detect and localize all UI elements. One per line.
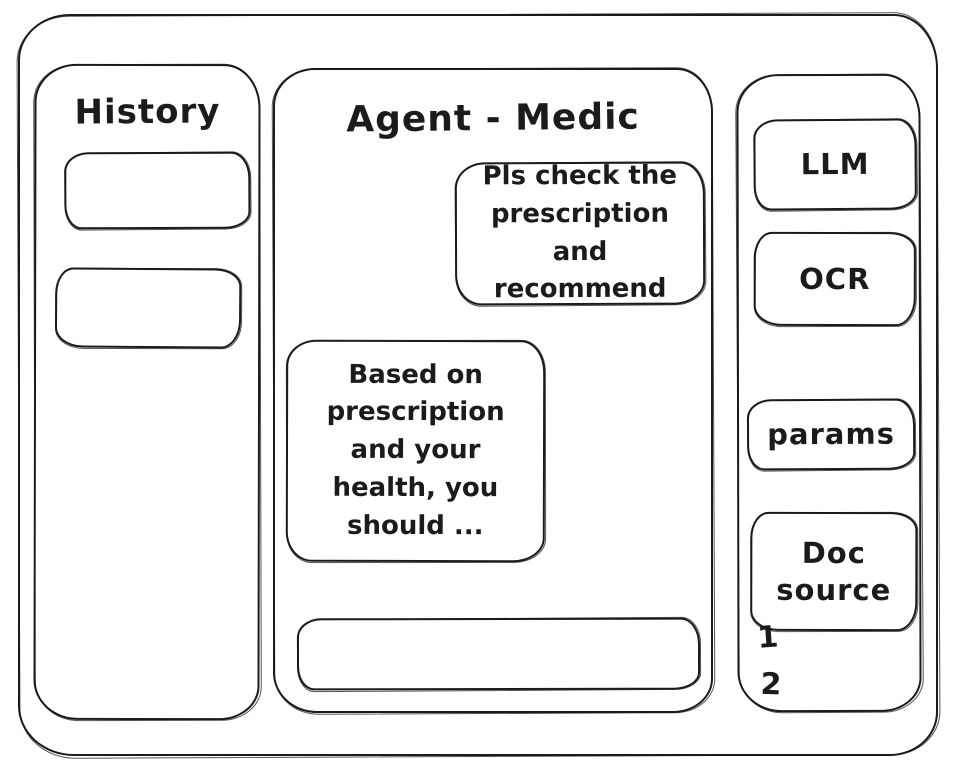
llm-button[interactable]: LLM	[753, 118, 917, 211]
llm-button-label: LLM	[800, 147, 870, 182]
chat-title: Agent - Medic	[345, 96, 641, 141]
ocr-button-label: OCR	[799, 261, 871, 296]
params-button[interactable]: params	[746, 398, 916, 471]
agent-message-bubble: Based on prescription and your health, y…	[285, 339, 546, 563]
chat-input-box	[296, 617, 701, 691]
history-title: History	[74, 91, 221, 133]
chat-panel: Agent - Medic Pls check the prescription…	[273, 68, 713, 713]
doc-source-item-2[interactable]: 2	[759, 666, 782, 703]
user-message-text: Pls check the prescription and recommend	[482, 160, 678, 305]
history-sidebar: History	[33, 63, 261, 721]
ocr-button[interactable]: OCR	[753, 231, 916, 327]
doc-source-button-label: Doc source	[776, 536, 892, 607]
history-item[interactable]	[54, 267, 242, 349]
params-button-label: params	[767, 417, 896, 452]
history-item[interactable]	[64, 151, 251, 230]
tools-sidebar: LLM OCR params Doc source 1 2	[736, 73, 922, 713]
doc-source-item-1[interactable]: 1	[756, 619, 780, 656]
doc-source-button[interactable]: Doc source	[750, 511, 918, 632]
agent-message-text: Based on prescription and your health, y…	[326, 359, 505, 541]
user-message-bubble: Pls check the prescription and recommend	[454, 161, 706, 306]
chat-input[interactable]	[298, 619, 699, 689]
